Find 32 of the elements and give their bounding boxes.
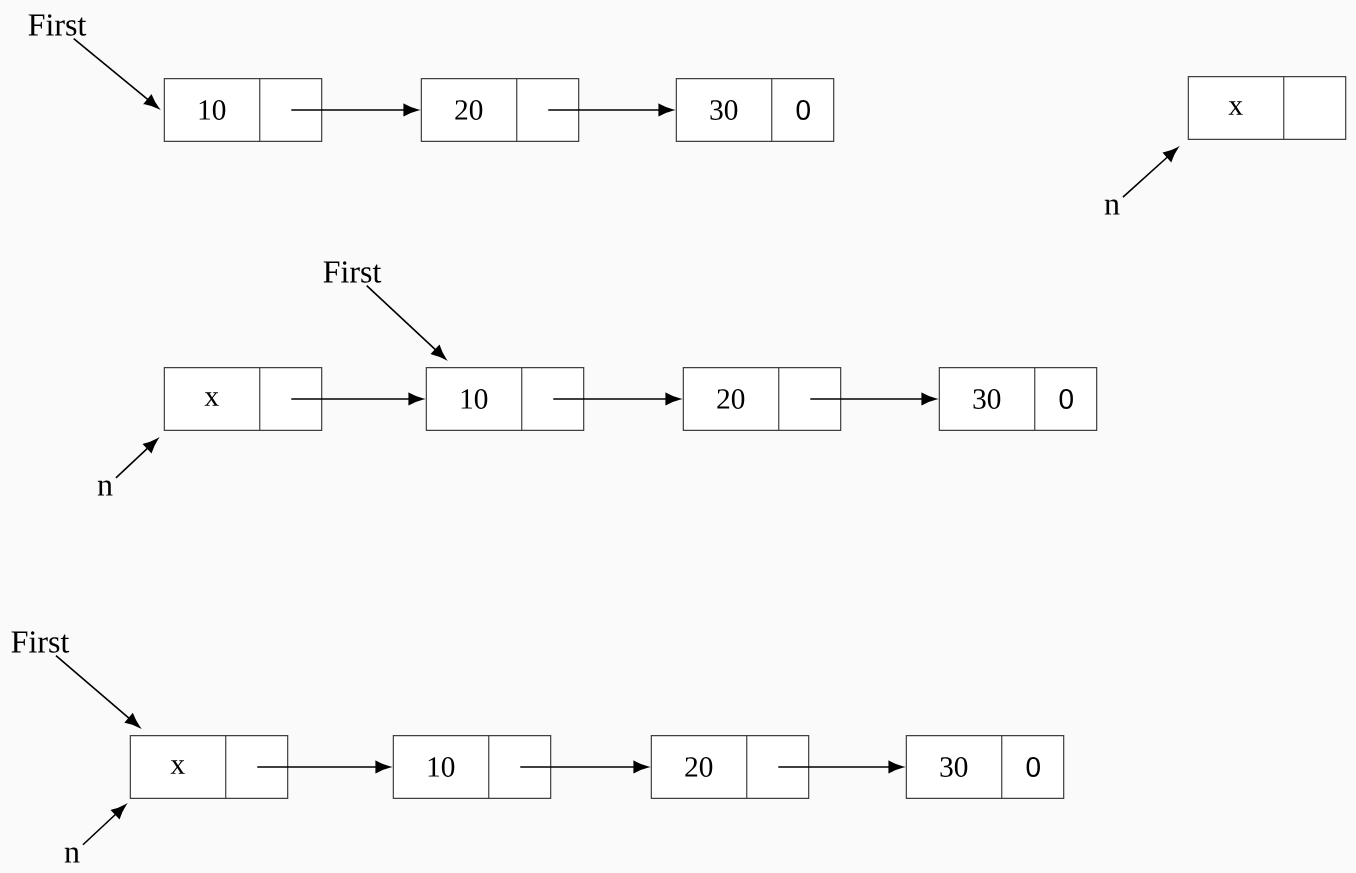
arrow: [290, 103, 419, 117]
list-node-box: 30 0: [675, 77, 835, 143]
pointer-label: First: [28, 14, 87, 36]
list-node-box: x: [129, 734, 289, 800]
list-node-box: x: [163, 366, 323, 432]
arrow: [1122, 147, 1179, 198]
pointer-label: First: [323, 261, 382, 283]
arrow: [365, 284, 447, 360]
pointer-label: n: [97, 480, 113, 496]
arrow: [290, 392, 424, 406]
list-node-box: 30 0: [938, 366, 1098, 432]
pointer-label: First: [11, 631, 70, 653]
arrow: [547, 103, 674, 117]
list-node-box: 10: [163, 77, 323, 143]
list-node-box: x: [1187, 75, 1347, 141]
arrow: [82, 804, 127, 846]
arrow: [256, 760, 391, 774]
arrow: [777, 760, 904, 774]
arrow: [115, 438, 159, 479]
list-node-box: 20: [420, 77, 580, 143]
list-node-box: 10: [425, 366, 585, 432]
arrow: [55, 654, 141, 728]
list-node-box: 20: [650, 734, 810, 800]
list-node-box: 20: [682, 366, 842, 432]
list-node-box: 30 0: [905, 734, 1065, 800]
arrow: [809, 392, 937, 406]
arrow: [519, 760, 649, 774]
pointer-label: n: [64, 847, 80, 863]
arrow: [552, 392, 681, 406]
arrow: [72, 37, 160, 109]
list-node-box: 10: [392, 734, 552, 800]
pointer-label: n: [1104, 199, 1120, 215]
